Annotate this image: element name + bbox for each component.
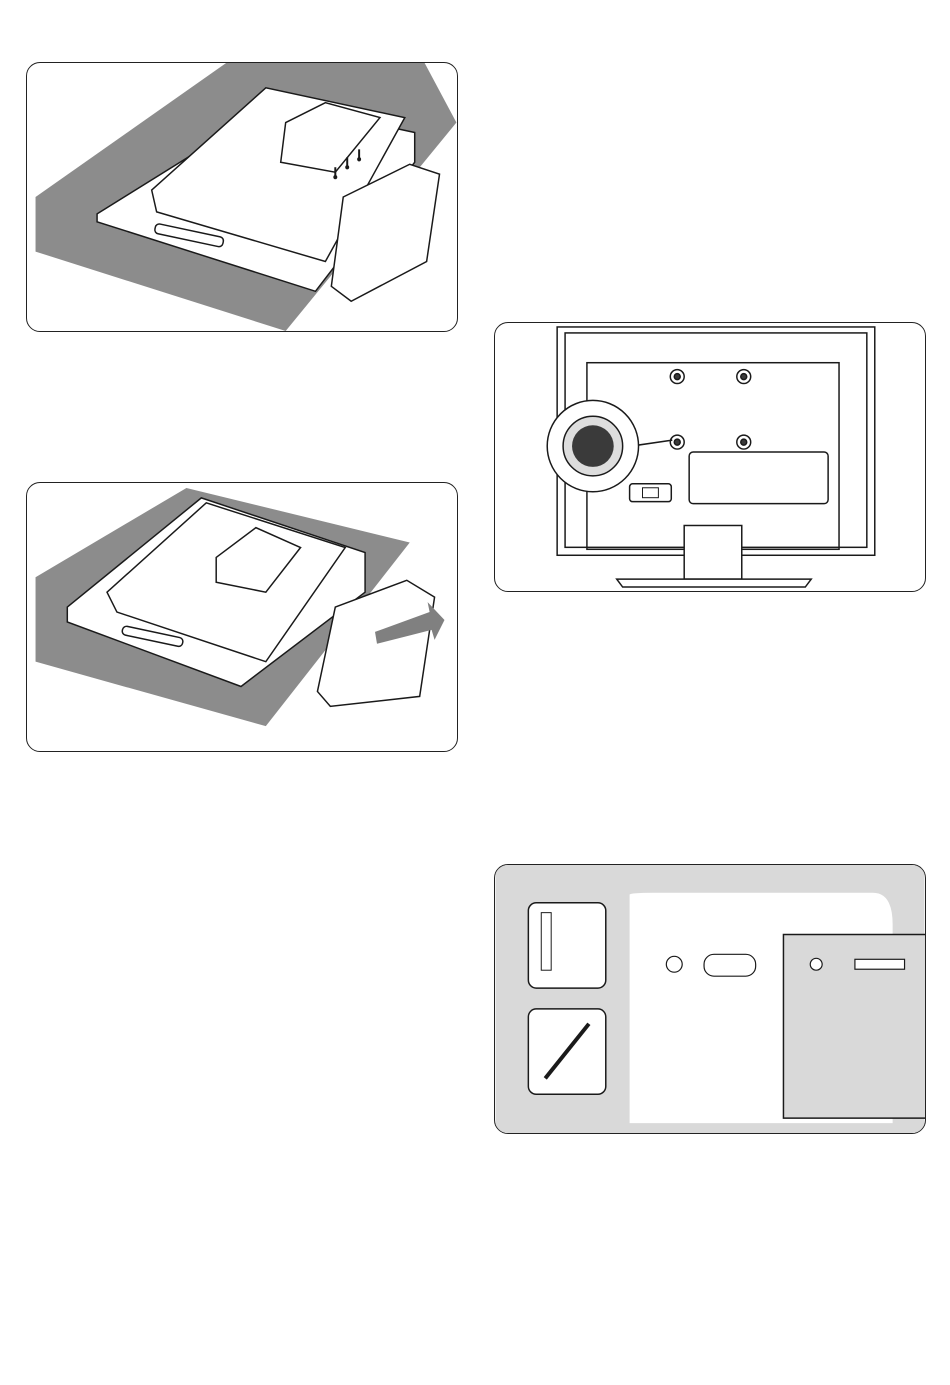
illustration-bolt-assembly bbox=[495, 865, 925, 1133]
connector-cover bbox=[689, 452, 828, 504]
figure-stand-removed bbox=[26, 482, 458, 752]
stand-neck bbox=[617, 525, 812, 587]
mount-hole-magnifier-icon bbox=[547, 400, 638, 491]
wrench-icon bbox=[528, 1009, 605, 1094]
illustration-stand-removal bbox=[27, 483, 457, 751]
illustration-stand-screws bbox=[27, 63, 457, 331]
mount-holes bbox=[670, 370, 750, 449]
power-socket-icon bbox=[630, 484, 672, 502]
spacer-bolt-icon bbox=[528, 903, 605, 988]
figure-tv-face-down-screws bbox=[26, 62, 458, 332]
figure-tv-rear-mount-holes bbox=[494, 322, 926, 592]
figure-spacer-bolt-install bbox=[494, 864, 926, 1134]
illustration-rear-panel bbox=[495, 323, 925, 591]
